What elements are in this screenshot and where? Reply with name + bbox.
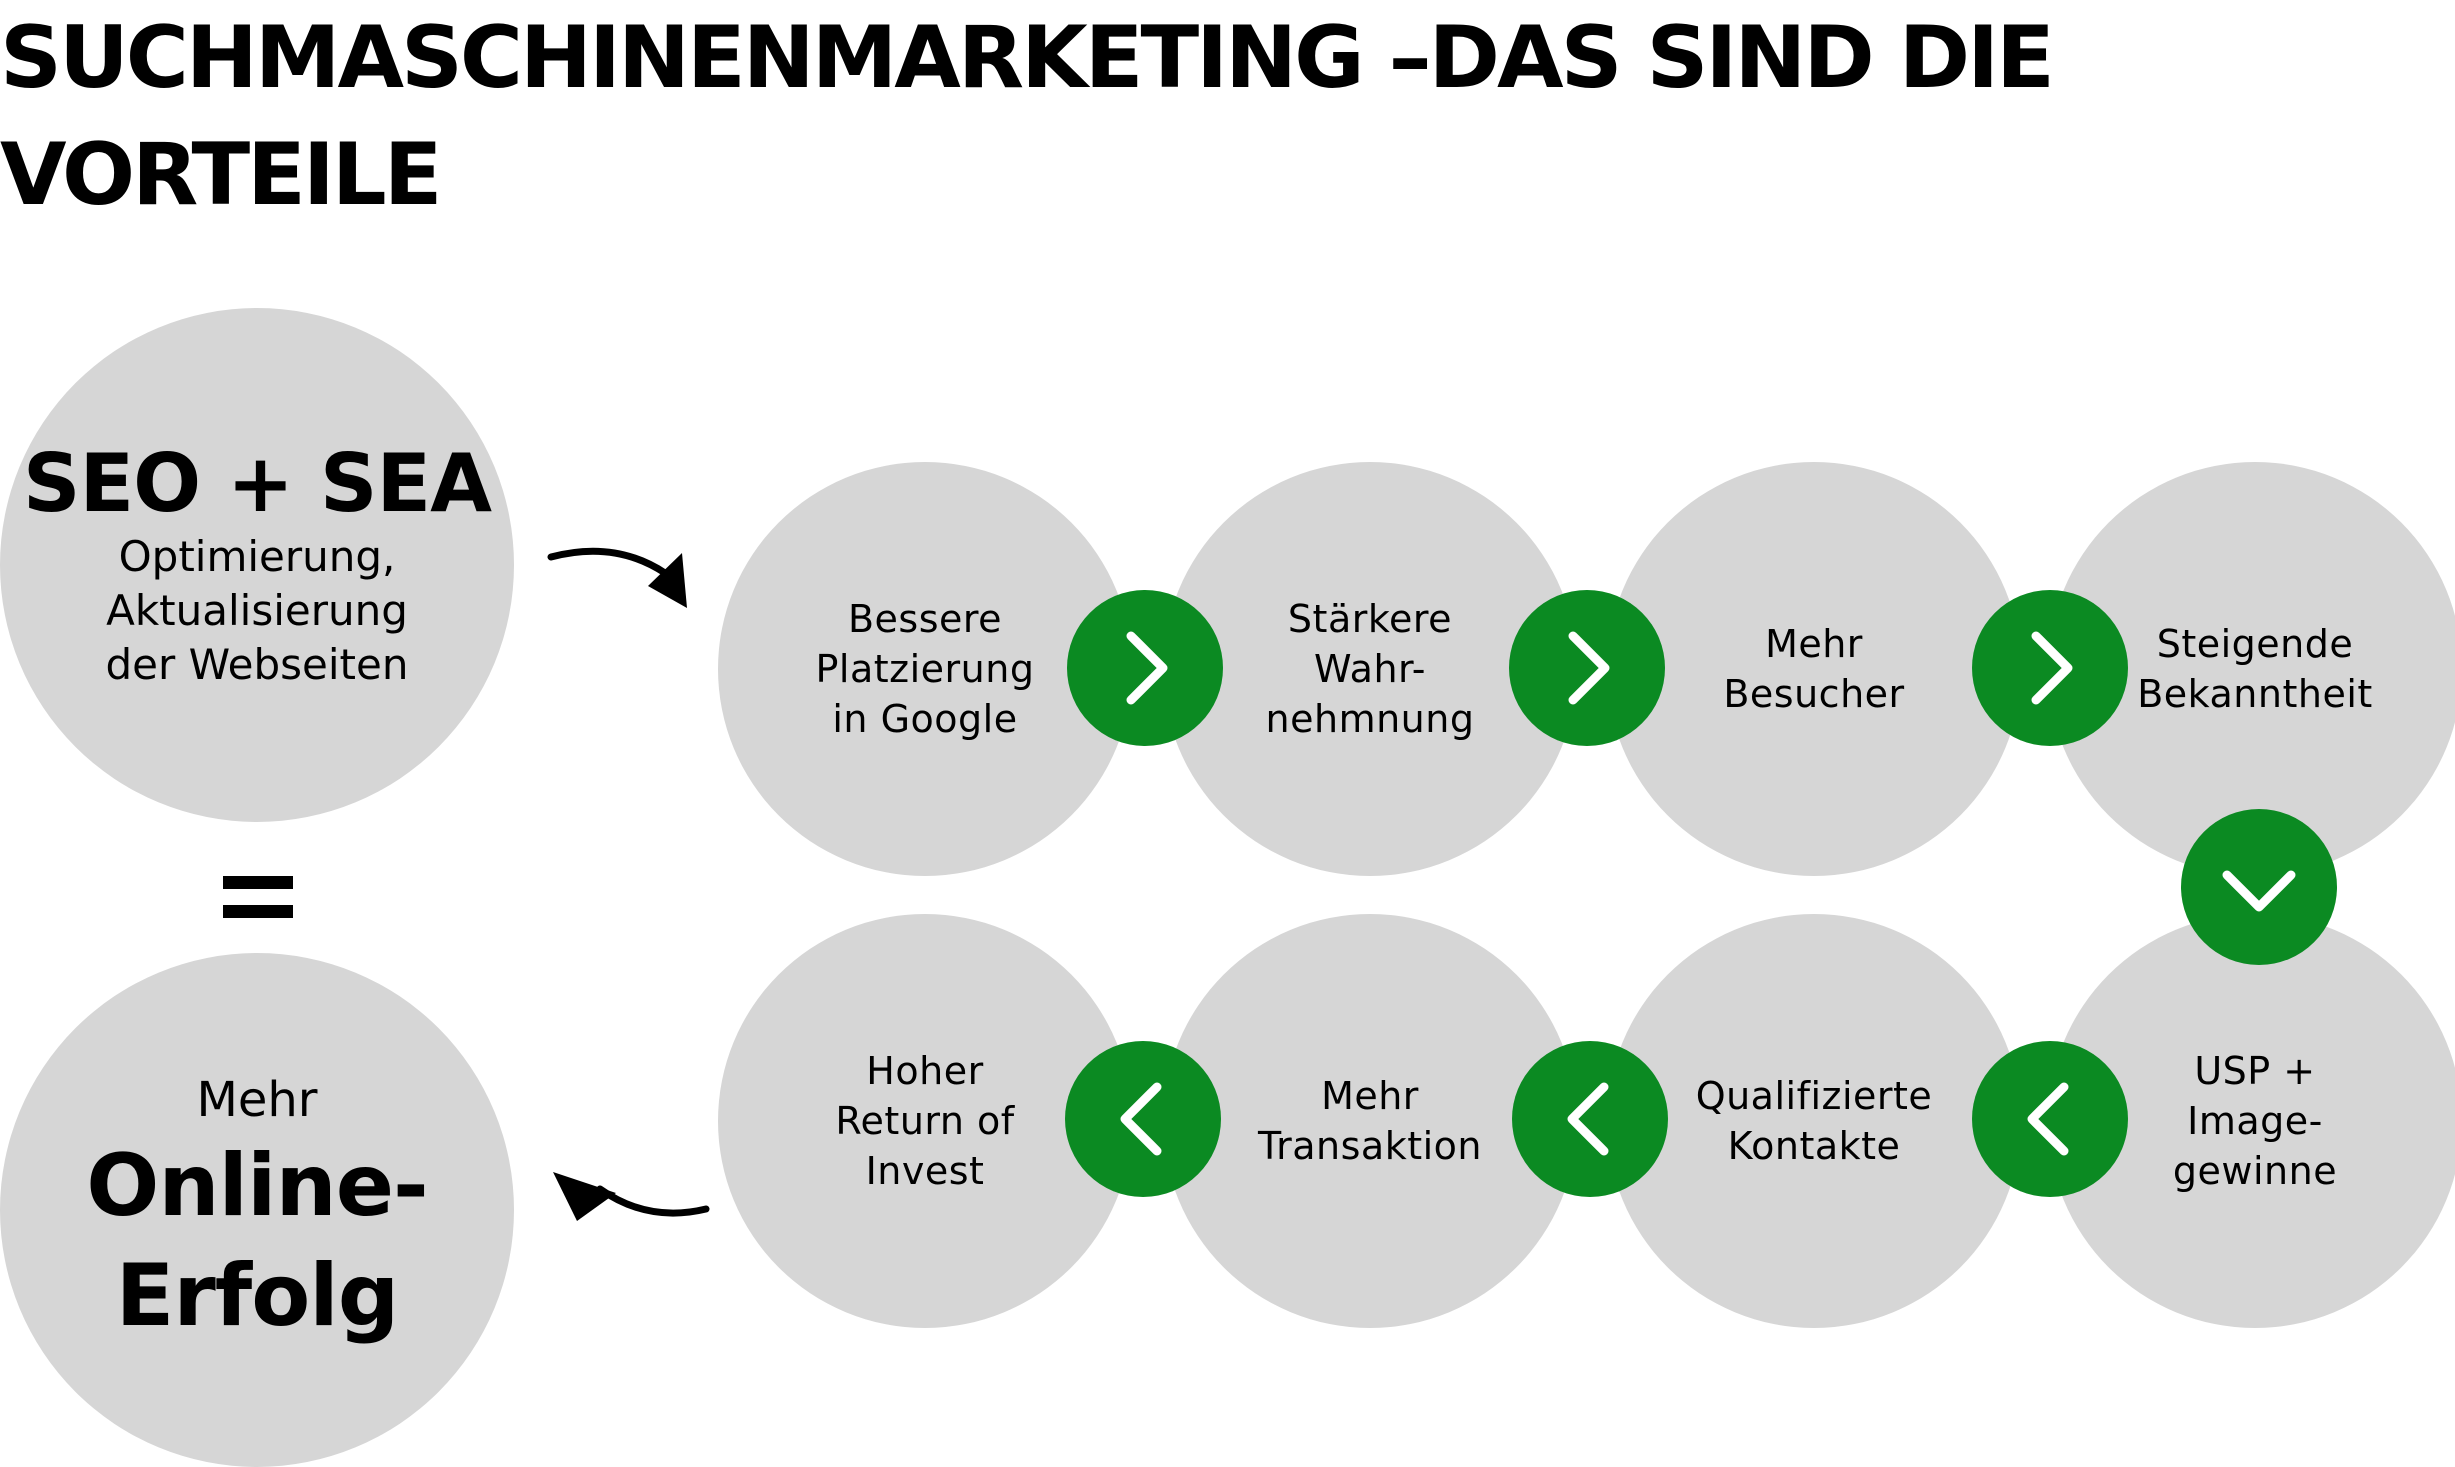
step-circle: Hoher Return of Invest <box>718 914 1132 1328</box>
start-circle: SEO + SEA Optimierung, Aktualisierung de… <box>0 308 514 822</box>
page-title: Suchmaschinenmarketing –das sind die Vor… <box>0 8 2055 225</box>
step-label: Hoher Return of Invest <box>835 1049 1015 1193</box>
step-circle: Qualifizierte Kontakte <box>1607 914 2021 1328</box>
result-circle: Mehr Online- Erfolg <box>0 953 514 1467</box>
step-label: Bessere Platzierung in Google <box>815 597 1035 741</box>
chevron-down-icon <box>2181 809 2337 965</box>
step-circle: Bessere Platzierung in Google <box>718 462 1132 876</box>
curved-arrow-icon <box>547 547 687 608</box>
step-label: USP + Image- gewinne <box>2172 1049 2338 1193</box>
start-heading: SEO + SEA <box>22 437 492 530</box>
result-pre: Mehr <box>196 1072 318 1128</box>
result-main: Online- Erfolg <box>86 1136 429 1346</box>
start-text: Optimierung, Aktualisierung der Webseite… <box>105 532 409 689</box>
chevron-left-icon <box>1065 1041 1221 1197</box>
equals-sign <box>223 876 293 918</box>
step-label: Qualifizierte Kontakte <box>1695 1074 1933 1168</box>
step-label: Steigende Bekanntheit <box>2137 622 2373 716</box>
chevron-right-icon <box>1509 590 1665 746</box>
step-circle: Mehr Besucher <box>1607 462 2021 876</box>
step-label: Stärkere Wahr- nehmnung <box>1265 597 1475 741</box>
chevron-left-icon <box>1512 1041 1668 1197</box>
chevron-right-icon <box>1972 590 2128 746</box>
step-circle: Mehr Transaktion <box>1163 914 1577 1328</box>
chevron-right-icon <box>1067 590 1223 746</box>
step-label: Mehr Transaktion <box>1258 1074 1482 1168</box>
step-label: Mehr Besucher <box>1723 622 1905 716</box>
curved-arrow-icon <box>553 1172 710 1221</box>
step-circle: Stärkere Wahr- nehmnung <box>1163 462 1577 876</box>
chevron-left-icon <box>1972 1041 2128 1197</box>
